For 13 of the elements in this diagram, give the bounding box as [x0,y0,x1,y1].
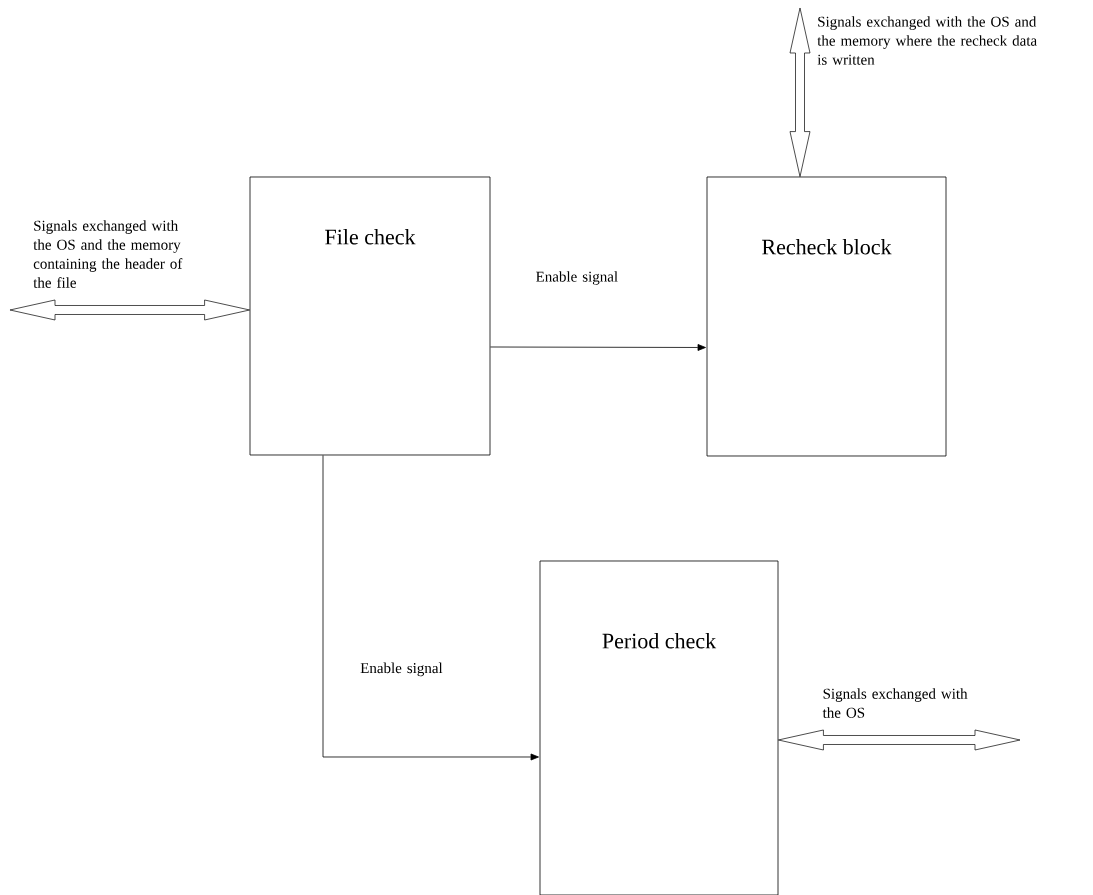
block-box: Period check [539,560,779,895]
arrow [490,344,706,351]
edge-label: Signals exchanged with the OS and the memory where the recheck data is written [817,16,1037,65]
edge-label: Enable signal [536,271,618,285]
arrow [322,455,539,761]
double-arrow [789,7,811,177]
block-box: File check [249,176,491,456]
double-arrow [9,299,250,321]
double-arrow [778,729,1021,751]
edge-label: Signals exchanged with the OS and the memory containing the header of the file [33,220,183,288]
edge-label: Enable signal [360,662,443,677]
edge-label: Signals exchanged with the OS [822,688,968,718]
block-box: Recheck block [706,176,947,457]
